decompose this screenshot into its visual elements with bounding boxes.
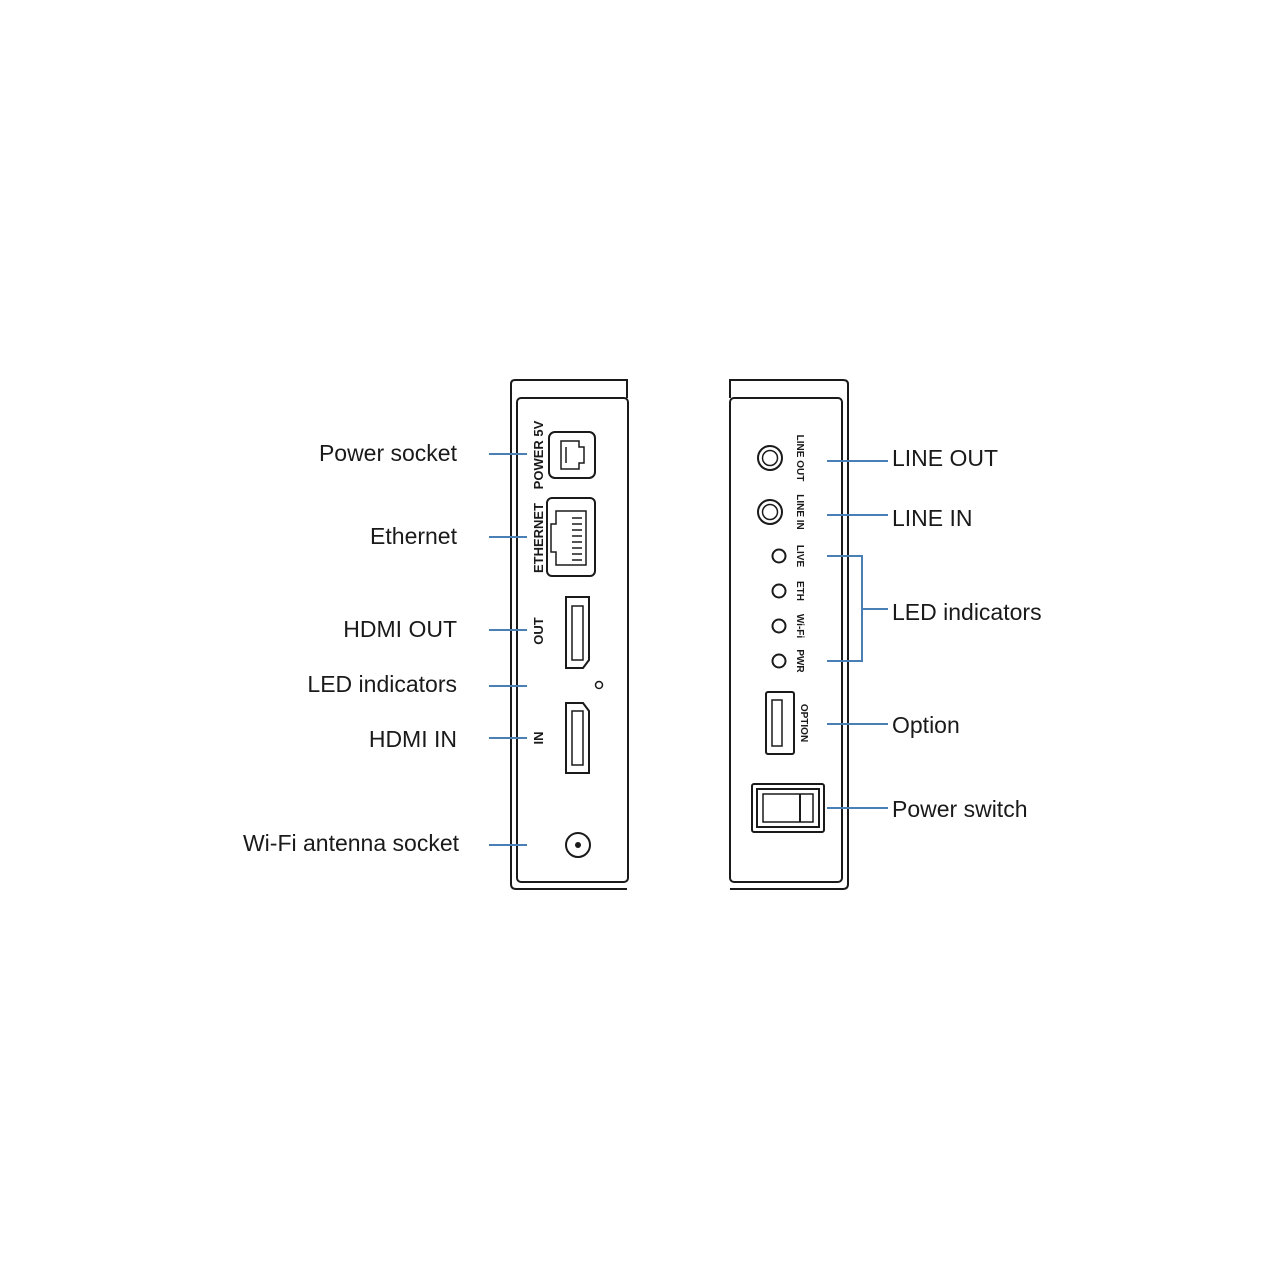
rear-panel-outer-bottom xyxy=(730,878,849,890)
line-in-port-label: LINE IN xyxy=(794,494,805,530)
callout-led-indicators-left: LED indicators xyxy=(307,671,457,697)
callout-line-in: LINE IN xyxy=(892,505,973,531)
front-panel-outer-bottom xyxy=(510,878,627,890)
led-pwr-label: PWR xyxy=(794,649,805,673)
hdmi-out-port-label: OUT xyxy=(531,617,546,645)
option-port-label: OPTION xyxy=(798,704,809,742)
power-port-label: POWER 5V xyxy=(531,420,546,489)
front-panel-face xyxy=(516,397,629,883)
callout-hdmi-out: HDMI OUT xyxy=(343,616,457,642)
callout-line-out: LINE OUT xyxy=(892,445,998,471)
front-led-indicator xyxy=(594,680,604,690)
hdmi-in-port-label: IN xyxy=(531,732,546,745)
led-live-label: LIVE xyxy=(794,545,805,568)
front-panel-device: POWER 5V ETHERNET OUT IN xyxy=(510,379,629,890)
leader-lines-right xyxy=(827,460,888,809)
callout-power-switch: Power switch xyxy=(892,796,1027,822)
front-panel-outer-frame xyxy=(510,379,628,398)
callout-wifi-antenna-socket: Wi-Fi antenna socket xyxy=(243,830,460,856)
rear-panel-outer-frame xyxy=(729,379,849,398)
hdmi-in-port xyxy=(565,702,590,774)
rear-panel-device: LINE OUT LINE IN LIVE ETH Wi-Fi PWR OPTI… xyxy=(729,379,849,890)
led-eth xyxy=(771,583,787,599)
callout-power-socket: Power socket xyxy=(319,440,458,466)
option-usb-port xyxy=(765,691,795,755)
hdmi-out-port xyxy=(565,596,590,669)
wifi-antenna-socket xyxy=(565,832,591,858)
callout-ethernet: Ethernet xyxy=(370,523,458,549)
line-out-jack xyxy=(757,445,783,471)
led-live xyxy=(771,548,787,564)
power-socket-port xyxy=(548,431,596,479)
callout-hdmi-in: HDMI IN xyxy=(369,726,457,752)
led-eth-label: ETH xyxy=(794,581,805,601)
power-switch xyxy=(751,783,825,833)
led-pwr xyxy=(771,653,787,669)
ethernet-port-label: ETHERNET xyxy=(531,503,546,573)
line-out-port-label: LINE OUT xyxy=(794,435,805,482)
callouts-left: Power socket Ethernet HDMI OUT LED indic… xyxy=(243,440,460,856)
ethernet-port xyxy=(546,497,596,577)
line-in-jack xyxy=(757,499,783,525)
rear-panel-face xyxy=(729,397,843,883)
leader-lines-left xyxy=(489,453,527,846)
led-wifi-label: Wi-Fi xyxy=(794,614,805,639)
callout-option: Option xyxy=(892,712,960,738)
led-wifi xyxy=(771,618,787,634)
callout-led-indicators-right: LED indicators xyxy=(892,599,1042,625)
callouts-right: LINE OUT LINE IN LED indicators Option P… xyxy=(892,445,1042,822)
